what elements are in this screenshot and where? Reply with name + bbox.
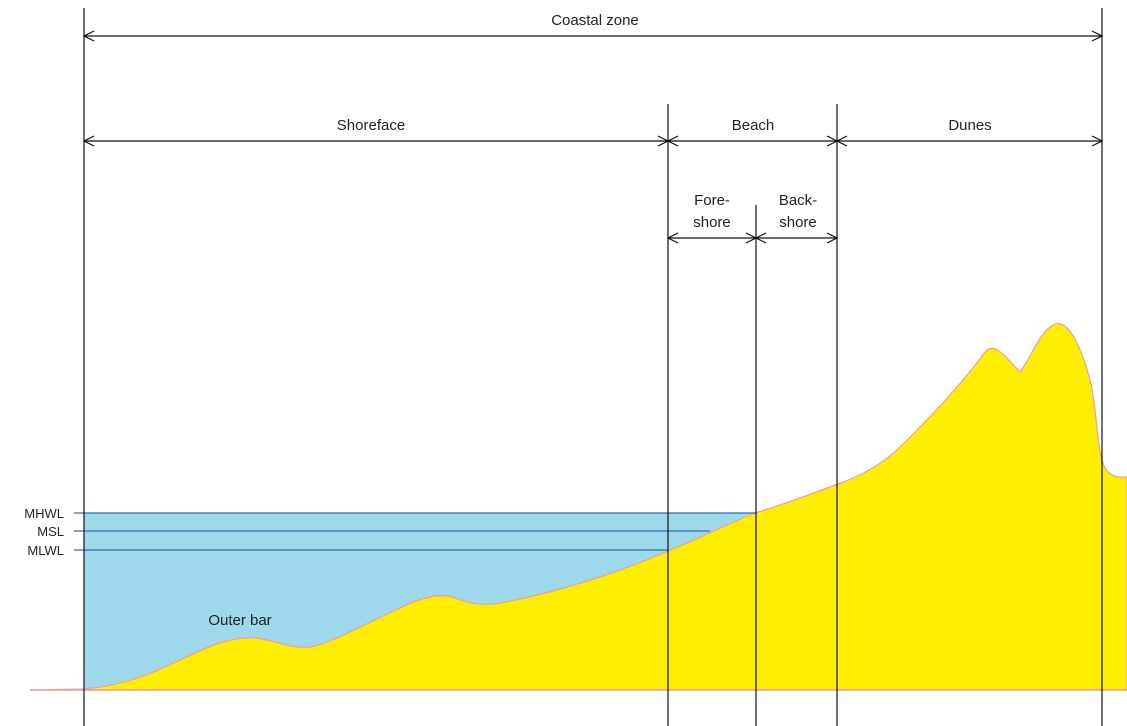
foreshore-label-line2: shore xyxy=(693,214,731,231)
mhwl-label: MHWL xyxy=(24,506,64,521)
dunes-arrow xyxy=(835,135,1104,147)
backshore-arrow xyxy=(754,232,839,244)
foreshore-arrow xyxy=(666,232,758,244)
backshore-label-line2: shore xyxy=(779,214,817,231)
shoreface-label: Shoreface xyxy=(337,117,405,134)
dunes-label: Dunes xyxy=(948,117,991,134)
foreshore-label-line1: Fore- xyxy=(694,192,730,209)
sand-profile xyxy=(29,323,1127,691)
sea-water xyxy=(84,513,755,551)
beach-label: Beach xyxy=(732,117,775,134)
mlwl-label: MLWL xyxy=(27,543,64,558)
beach-arrow xyxy=(666,135,839,147)
outer-bar-label: Outer bar xyxy=(208,612,271,629)
msl-label: MSL xyxy=(37,524,64,539)
shoreface-arrow xyxy=(82,135,670,147)
coastal-zone-arrow xyxy=(82,30,1104,42)
backshore-label-line1: Back- xyxy=(779,192,817,209)
coastal-zone-label: Coastal zone xyxy=(551,12,639,29)
